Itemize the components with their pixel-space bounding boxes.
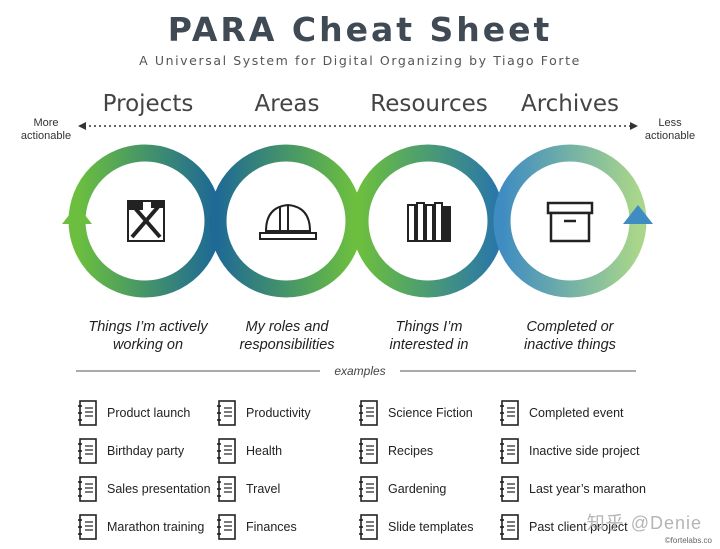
desc-resources-line2: interested in — [389, 336, 469, 353]
hard-hat-icon — [259, 203, 317, 240]
desc-archives: Completed or inactive things — [495, 319, 645, 354]
example-text: Last year’s marathon — [529, 482, 646, 496]
list-item: Marathon training — [78, 508, 228, 546]
example-text: Completed event — [529, 406, 624, 420]
notebook-icon — [217, 438, 236, 464]
desc-areas-line2: responsibilities — [239, 336, 335, 353]
desc-archives-line1: Completed or — [526, 319, 614, 335]
desc-archives-line2: inactive things — [524, 336, 616, 353]
desc-areas: My roles and responsibilities — [212, 319, 362, 354]
page-title: PARA Cheat Sheet — [167, 10, 553, 49]
desc-projects-line2: working on — [112, 336, 184, 353]
desc-projects: Things I’m actively working on — [73, 319, 223, 354]
list-item: Past client project — [500, 508, 650, 546]
less-actionable-line1: Less — [658, 117, 682, 129]
list-item: Travel — [217, 470, 367, 508]
desc-projects-line1: Things I’m actively — [88, 319, 208, 335]
less-actionable-label: Less actionable — [638, 117, 702, 143]
notebook-icon — [359, 514, 378, 540]
notebook-icon — [217, 476, 236, 502]
books-icon — [407, 202, 451, 242]
page-subtitle: A Universal System for Digital Organizin… — [139, 53, 581, 68]
examples-column-archives: Completed event Inactive side project La… — [500, 394, 650, 546]
example-text: Birthday party — [107, 444, 185, 458]
circle-rings — [62, 144, 653, 298]
example-text: Product launch — [107, 406, 191, 420]
list-item: Product launch — [78, 394, 228, 432]
notebook-icon — [359, 400, 378, 426]
examples-column-areas: Productivity Health Travel Finances — [217, 394, 367, 546]
category-areas: Areas — [254, 91, 320, 117]
list-item: Science Fiction — [359, 394, 509, 432]
notebook-icon — [500, 400, 519, 426]
more-actionable-label: More actionable — [14, 117, 78, 143]
notebook-icon — [217, 400, 236, 426]
example-text: Productivity — [246, 406, 311, 420]
notebook-icon — [359, 476, 378, 502]
examples-column-resources: Science Fiction Recipes Gardening Slide … — [359, 394, 509, 546]
example-text: Slide templates — [388, 520, 474, 534]
examples-column-projects: Product launch Birthday party Sales pres… — [78, 394, 228, 546]
more-actionable-line2: actionable — [20, 130, 72, 142]
example-text: Science Fiction — [388, 406, 473, 420]
list-item: Birthday party — [78, 432, 228, 470]
notebook-icon — [500, 514, 519, 540]
tools-icon — [127, 200, 165, 242]
example-text: Gardening — [388, 482, 447, 496]
example-text: Health — [246, 444, 283, 458]
list-item: Gardening — [359, 470, 509, 508]
left-arrowhead — [62, 205, 92, 224]
example-text: Inactive side project — [529, 444, 640, 458]
list-item: Slide templates — [359, 508, 509, 546]
list-item: Last year’s marathon — [500, 470, 650, 508]
example-text: Sales presentation — [107, 482, 211, 496]
example-text: Travel — [246, 482, 281, 496]
notebook-icon — [359, 438, 378, 464]
category-projects: Projects — [102, 91, 194, 117]
less-actionable-line2: actionable — [644, 130, 696, 142]
category-archives: Archives — [520, 91, 620, 117]
footer-credit: ©fortelabs.co — [664, 536, 712, 545]
desc-areas-line1: My roles and — [245, 319, 329, 335]
notebook-icon — [78, 438, 97, 464]
notebook-icon — [500, 476, 519, 502]
list-item: Inactive side project — [500, 432, 650, 470]
more-actionable-line1: More — [33, 117, 59, 129]
actionability-axis — [78, 122, 638, 130]
list-item: Recipes — [359, 432, 509, 470]
list-item: Finances — [217, 508, 367, 546]
category-resources: Resources — [370, 91, 488, 117]
example-text: Past client project — [529, 520, 628, 534]
examples-label: examples — [320, 364, 400, 378]
notebook-icon — [78, 476, 97, 502]
list-item: Completed event — [500, 394, 650, 432]
notebook-icon — [78, 514, 97, 540]
desc-resources: Things I’m interested in — [354, 319, 504, 354]
example-text: Marathon training — [107, 520, 205, 534]
notebook-icon — [78, 400, 97, 426]
desc-resources-line1: Things I’m — [395, 319, 463, 335]
watermark: 知乎 @Denie — [586, 513, 702, 533]
list-item: Health — [217, 432, 367, 470]
right-arrowhead — [623, 205, 653, 224]
example-text: Finances — [246, 520, 297, 534]
notebook-icon — [217, 514, 236, 540]
archive-box-icon — [546, 201, 594, 243]
notebook-icon — [500, 438, 519, 464]
example-text: Recipes — [388, 444, 434, 458]
list-item: Productivity — [217, 394, 367, 432]
list-item: Sales presentation — [78, 470, 228, 508]
